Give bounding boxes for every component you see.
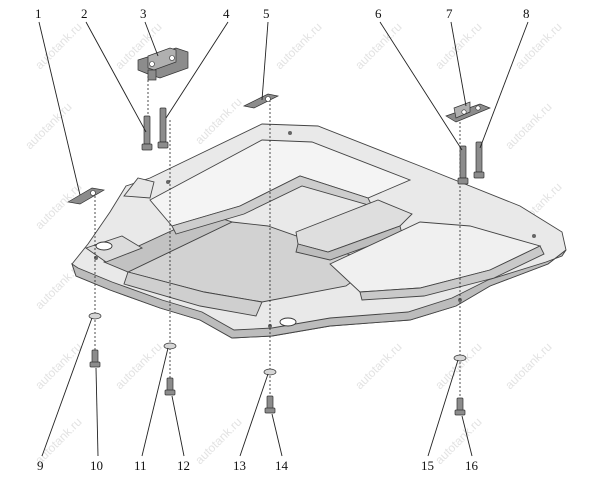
leader-line-13: [239, 373, 269, 457]
callout-14: 14: [275, 458, 289, 473]
hardware-bottom: [88, 312, 467, 416]
bracket-3-hole: [169, 55, 175, 61]
bracket-7-hole: [475, 105, 481, 111]
callout-6: 6: [375, 6, 382, 21]
watermark: autotank.ru: [112, 340, 164, 392]
watermark: autotank.ru: [32, 180, 84, 232]
leader-line-8: [479, 21, 529, 149]
leader-line-16: [461, 415, 473, 457]
skid-plate-right-rib: [359, 245, 545, 301]
bolt-4-head: [157, 141, 169, 149]
skid-plate-rivet-hole: [532, 234, 536, 238]
bolt-2-head: [141, 143, 153, 151]
skid-plate-rivet-hole: [166, 180, 170, 184]
watermark: autotank.ru: [272, 20, 324, 72]
callout-9: 9: [37, 458, 44, 473]
watermark: autotank.ru: [352, 20, 404, 72]
washer-11: [163, 342, 177, 350]
bracket-3-hole: [149, 61, 155, 67]
leader-line-7: [450, 21, 467, 107]
leader-line-1: [38, 21, 81, 196]
skid-plate-left-flange: [85, 235, 144, 263]
skid-plate-mount-hole: [279, 317, 297, 327]
leader-line-3: [144, 21, 159, 57]
callout-3: 3: [140, 6, 147, 21]
leader-line-5: [261, 21, 269, 101]
callout-8: 8: [523, 6, 530, 21]
watermark: autotank.ru: [512, 20, 564, 72]
callout-7: 7: [446, 6, 453, 21]
leader-lines: [38, 21, 529, 457]
callout-13: 13: [233, 458, 246, 473]
bracket-3-face: [147, 47, 177, 71]
leader-line-15: [427, 359, 459, 457]
mounting-plate-1-hole: [90, 190, 96, 196]
watermark: autotank.ru: [502, 100, 554, 152]
callout-10: 10: [90, 458, 103, 473]
leader-line-12: [171, 395, 185, 457]
callout-15: 15: [421, 458, 434, 473]
washer-13: [263, 368, 277, 376]
watermark: autotank.ru: [22, 100, 74, 152]
leader-line-2: [85, 21, 147, 133]
skid-plate-left-rib: [102, 213, 234, 273]
leader-line-9: [41, 317, 93, 457]
bolt-4: [159, 107, 167, 143]
washer-9: [88, 312, 102, 320]
callout-12: 12: [177, 458, 190, 473]
watermark: autotank.ru: [32, 340, 84, 392]
screw-12-head: [164, 389, 176, 396]
skid-plate: [71, 123, 567, 339]
callout-11: 11: [134, 458, 147, 473]
callout-1: 1: [35, 6, 42, 21]
watermark: autotank.ru: [502, 340, 554, 392]
skid-plate-front-edge: [71, 249, 567, 339]
callout-5: 5: [263, 6, 270, 21]
leader-line-6: [379, 21, 463, 151]
screw-16-head: [454, 409, 466, 416]
bolt-8: [475, 141, 483, 173]
bracket-7-hole: [461, 109, 467, 115]
hardware-top: [66, 47, 491, 205]
mounting-plate-5: [242, 93, 280, 109]
leader-line-11: [141, 347, 169, 457]
leader-line-10: [95, 367, 99, 457]
watermark: autotank.ru: [432, 340, 484, 392]
mounting-plate-5-hole: [265, 96, 271, 102]
skid-plate-front-rib: [123, 271, 263, 317]
watermark: autotank.ru: [352, 340, 404, 392]
callout-16: 16: [465, 458, 479, 473]
bolt-8-head: [473, 171, 485, 179]
bolt-6-head: [457, 177, 469, 185]
leader-line-4: [165, 21, 229, 119]
skid-plate-rivet-hole: [288, 131, 292, 135]
callout-labels: 1 2 3 4 5 6 7 8 9 10 11 12 13 14 15 16: [35, 6, 530, 473]
callout-4: 4: [223, 6, 230, 21]
skid-plate-mount-hole: [95, 241, 113, 251]
callout-2: 2: [81, 6, 88, 21]
screw-10-head: [89, 361, 101, 368]
leader-line-14: [271, 413, 283, 457]
screw-14-head: [264, 407, 276, 414]
nut: [147, 69, 157, 81]
skid-plate-left-tab: [123, 177, 155, 199]
washer-15: [453, 354, 467, 362]
bolt-6: [459, 145, 467, 179]
